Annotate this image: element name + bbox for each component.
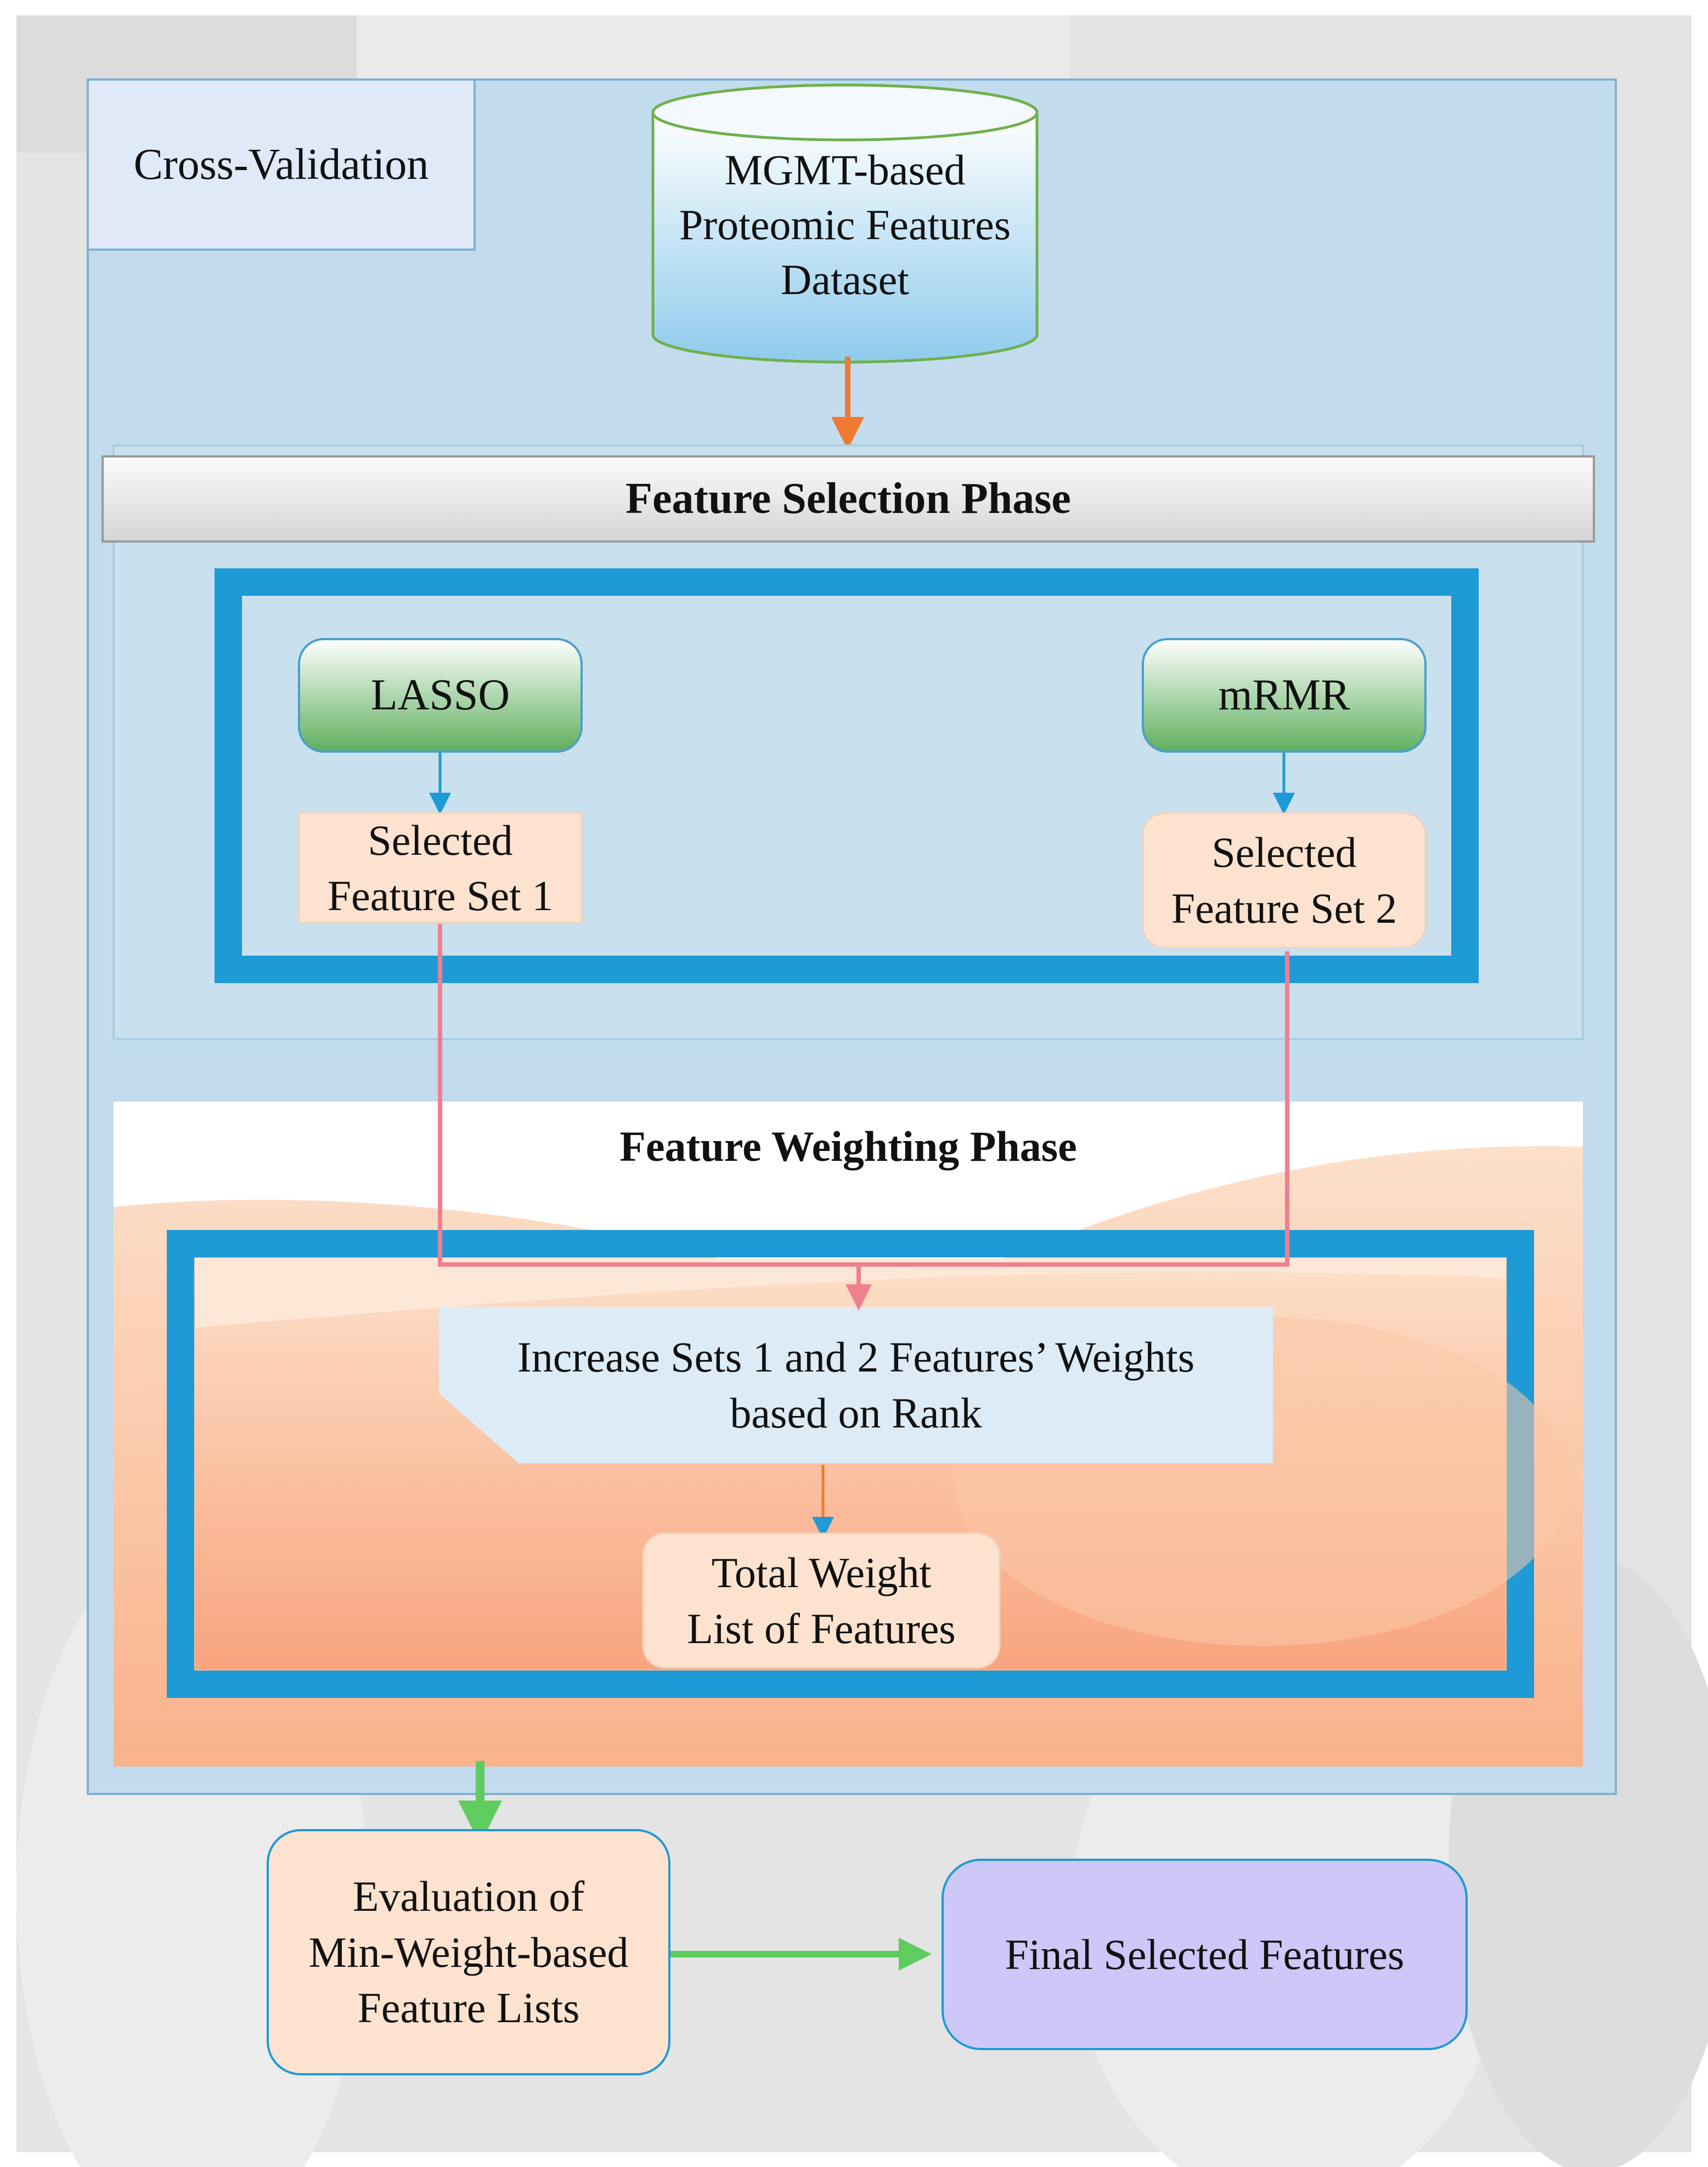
feature-weighting-phase-label: Feature Weighting Phase bbox=[619, 1122, 1077, 1170]
feature-selection-bar bbox=[102, 455, 1595, 543]
selected-set-2-label: Selected Feature Set 2 bbox=[1171, 828, 1397, 932]
total-weight-label: Total Weight List of Features bbox=[687, 1549, 956, 1652]
weighting-panel-wave bbox=[114, 1102, 1583, 1317]
selected-set-2-box bbox=[1142, 812, 1427, 949]
cross-validation-label: Cross-Validation bbox=[133, 140, 429, 189]
selected-set-1-label: Selected Feature Set 1 bbox=[327, 816, 554, 919]
lasso-node bbox=[298, 638, 583, 753]
mrmr-label: mRMR bbox=[1218, 671, 1350, 719]
dataset-label: MGMT-based Proteomic Features Dataset bbox=[679, 146, 1011, 303]
increase-weights-box bbox=[439, 1307, 1273, 1463]
evaluation-label: Evaluation of Min-Weight-based Feature L… bbox=[308, 1872, 629, 2032]
evaluation-box bbox=[267, 1829, 670, 2075]
increase-weights-label: Increase Sets 1 and 2 Features’ Weights … bbox=[517, 1333, 1195, 1437]
final-selected-box bbox=[942, 1859, 1468, 2050]
weighting-decor bbox=[195, 1259, 1506, 1328]
selection-blue-frame bbox=[215, 568, 1479, 983]
connector-sets-to-weights bbox=[438, 924, 1289, 1267]
dataset-cylinder-top bbox=[651, 83, 1039, 142]
mrmr-node bbox=[1142, 638, 1427, 753]
total-weight-box bbox=[642, 1532, 1001, 1669]
lasso-label: LASSO bbox=[370, 671, 510, 719]
final-selected-label: Final Selected Features bbox=[1005, 1930, 1405, 1978]
selected-set-1-box bbox=[298, 812, 583, 924]
cross-validation-label-box bbox=[87, 78, 476, 251]
feature-selection-phase-label: Feature Selection Phase bbox=[625, 475, 1071, 523]
